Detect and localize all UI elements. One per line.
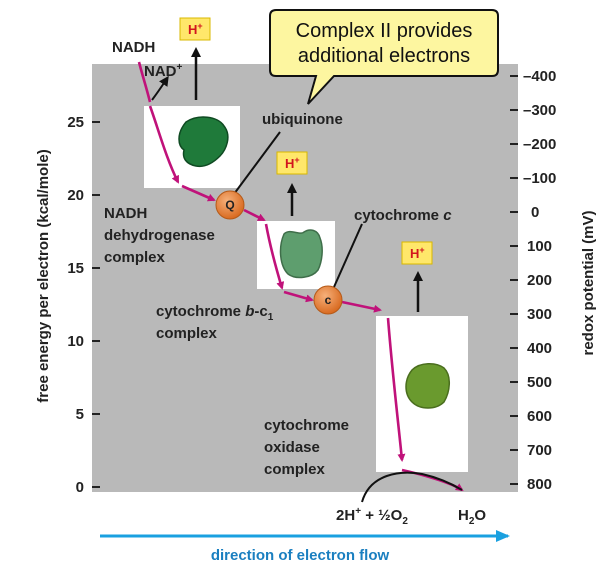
- oxygen-reduction-curve: [361, 471, 463, 503]
- hplus-badge-1: H+: [179, 17, 211, 41]
- right-tick-m300: –300: [523, 102, 556, 119]
- svg-text:complex: complex: [264, 461, 326, 478]
- right-axis: [510, 75, 518, 485]
- right-tick-m100: –100: [523, 170, 556, 187]
- complex-ii-callout: Complex II provides additional electrons: [269, 9, 499, 105]
- svg-text:NADH: NADH: [104, 205, 147, 222]
- product-label: H2O: [458, 507, 486, 527]
- right-tick-400: 400: [527, 340, 552, 357]
- right-tick-300: 300: [527, 306, 552, 323]
- svg-text:oxidase: oxidase: [264, 439, 320, 456]
- nadh-dehydrogenase-protein-icon: [178, 116, 229, 168]
- right-tick-200: 200: [527, 272, 552, 289]
- svg-text:cytochrome b-c1: cytochrome b-c1: [156, 303, 274, 323]
- hplus-badge-3: H+: [401, 241, 433, 265]
- hplus-badge-2: H+: [276, 151, 308, 175]
- cytochrome-oxidase-label: cytochrome oxidase complex: [264, 417, 349, 478]
- right-tick-700: 700: [527, 442, 552, 459]
- svg-text:H+: H+: [188, 21, 203, 37]
- nad-curl-arrow: [151, 75, 169, 101]
- left-tick-10: 10: [67, 333, 84, 350]
- svg-text:c: c: [325, 293, 332, 307]
- right-tick-m200: –200: [523, 136, 556, 153]
- right-axis-tick-labels: –400 –300 –200 –100 0 100 200 300 400 50…: [523, 68, 556, 493]
- right-tick-100: 100: [527, 238, 552, 255]
- right-tick-600: 600: [527, 408, 552, 425]
- nadh-label: NADH: [112, 39, 155, 56]
- left-tick-5: 5: [76, 406, 84, 423]
- svg-text:Q: Q: [225, 198, 234, 212]
- nadh-dehydrogenase-label: NADH dehydrogenase complex: [104, 205, 215, 266]
- left-axis-title: free energy per electron (kcal/mole): [35, 149, 52, 402]
- cytochrome-c-carrier: c: [313, 285, 343, 315]
- svg-text:H+: H+: [410, 245, 425, 261]
- cytochrome-bc1-protein-icon: [279, 229, 323, 279]
- cytochrome-bc1-label: cytochrome b-c1 complex: [156, 303, 274, 342]
- right-tick-800: 800: [527, 476, 552, 493]
- electron-path: [137, 61, 464, 492]
- cytochrome-c-pointer: [329, 223, 363, 297]
- callout-line-1: Complex II provides: [296, 20, 473, 42]
- svg-text:cytochrome: cytochrome: [264, 417, 349, 434]
- svg-text:complex: complex: [104, 249, 166, 266]
- right-axis-title: redox potential (mV): [580, 210, 597, 355]
- ubiquinone-pointer: [233, 131, 281, 195]
- reactant-label: 2H+ + ½O2: [336, 506, 408, 527]
- svg-text:complex: complex: [156, 325, 218, 342]
- left-axis-tick-labels: 25 20 15 10 5 0: [67, 114, 84, 496]
- left-tick-20: 20: [67, 187, 84, 204]
- right-tick-0: 0: [531, 204, 539, 221]
- callout-line-2: additional electrons: [298, 45, 470, 67]
- left-tick-25: 25: [67, 114, 84, 131]
- right-tick-m400: –400: [523, 68, 556, 85]
- nad-plus-label: NAD+: [144, 62, 183, 80]
- svg-text:dehydrogenase: dehydrogenase: [104, 227, 215, 244]
- ubiquinone-label: ubiquinone: [262, 111, 343, 128]
- right-tick-500: 500: [527, 374, 552, 391]
- cytochrome-oxidase-protein-icon: [405, 363, 450, 409]
- proton-pump-arrows: [191, 47, 423, 312]
- left-tick-0: 0: [76, 479, 84, 496]
- cytochrome-c-label: cytochrome c: [354, 207, 452, 224]
- ubiquinone-carrier: Q: [215, 190, 245, 220]
- left-axis: [92, 121, 100, 488]
- left-tick-15: 15: [67, 260, 84, 277]
- svg-text:H+: H+: [285, 155, 300, 171]
- electron-flow-label: direction of electron flow: [211, 547, 390, 564]
